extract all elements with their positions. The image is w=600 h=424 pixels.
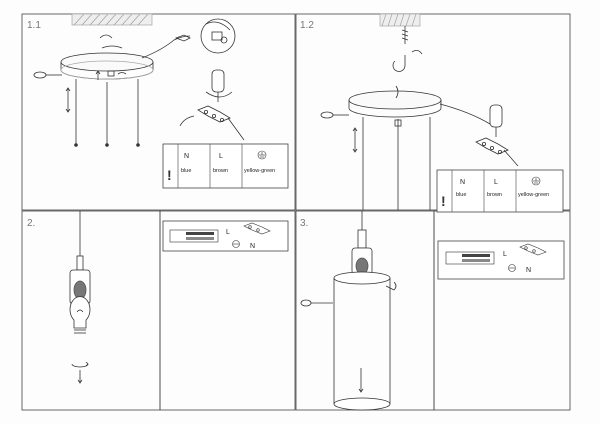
step-label-3: 3. <box>300 218 308 229</box>
lamp-socket <box>69 269 91 305</box>
lampshade-icon <box>333 271 391 411</box>
earth-symbol-icon-2 <box>531 176 541 186</box>
detail-connection-circle <box>174 18 236 54</box>
detail-fuse <box>205 69 233 102</box>
feed-wire <box>141 35 191 59</box>
live-color: brown <box>213 168 228 174</box>
screwdriver-icon-2 <box>320 111 349 119</box>
live-letter-2: L <box>494 179 498 186</box>
ceiling-plate-icon-2 <box>348 90 442 118</box>
earth-color-2: yellow-green <box>518 192 549 198</box>
earth-symbol-icon-3 <box>232 240 240 248</box>
terminal-neutral-label: N <box>250 243 255 250</box>
screwdriver-icon <box>33 71 62 79</box>
warning-mark-2: ! <box>441 193 446 209</box>
step-label-1-2: 1.2 <box>300 20 314 31</box>
panel-1-2-frame <box>295 13 571 211</box>
earth-symbol-icon-4 <box>508 264 516 272</box>
terminal-detail-3: L N <box>437 240 565 280</box>
ceiling-plate-icon <box>60 52 154 80</box>
connector-icon <box>174 34 191 42</box>
panel-1-2 <box>320 13 519 210</box>
panel-2-frame <box>21 210 161 411</box>
earth-symbol-icon <box>257 150 267 160</box>
panel-2-side-frame <box>159 210 296 411</box>
terminal-block-icon-4 <box>519 243 547 256</box>
panel-frames <box>21 13 571 411</box>
screwdriver-icon-3 <box>300 299 333 307</box>
neutral-color: blue <box>181 168 191 174</box>
neutral-letter-2: N <box>460 179 465 186</box>
ceiling-hatch-2 <box>379 13 421 27</box>
terminal-block-icon-3 <box>243 222 271 235</box>
wiring-table-1-2: ! N L blue brown yellow-green <box>436 169 564 213</box>
step-label-1-1: 1.1 <box>27 20 41 31</box>
ceiling-hatch <box>71 13 153 26</box>
terminal-block-icon-2 <box>475 137 519 167</box>
earth-color: yellow-green <box>244 168 275 174</box>
neutral-letter: N <box>184 153 189 160</box>
step-label-2: 2. <box>27 218 35 229</box>
adjust-arrows <box>65 70 101 113</box>
terminal-block-icon <box>179 105 245 141</box>
live-color-2: brown <box>487 192 502 198</box>
warning-mark: ! <box>167 167 172 183</box>
terminal-detail-2: L N <box>162 220 289 252</box>
terminal-live-label: L <box>226 229 230 236</box>
panel-2 <box>69 211 91 384</box>
neutral-color-2: blue <box>456 192 466 198</box>
live-letter: L <box>219 153 223 160</box>
panel-1-1-frame <box>21 13 296 211</box>
rotate-arrow-icon-2 <box>71 361 89 384</box>
wiring-table-1-1: ! N L blue brown yellow-green <box>162 143 289 189</box>
panel-3 <box>300 211 397 411</box>
bulb-icon <box>69 296 91 334</box>
terminal-live-label-2: L <box>503 251 507 258</box>
terminal-neutral-label-2: N <box>526 267 531 274</box>
rotate-arrow-icon <box>99 34 113 39</box>
hook-icon <box>392 26 423 72</box>
panel-1-1 <box>33 13 245 147</box>
detail-fuse-2 <box>489 104 503 137</box>
lamp-socket-2 <box>351 247 373 275</box>
